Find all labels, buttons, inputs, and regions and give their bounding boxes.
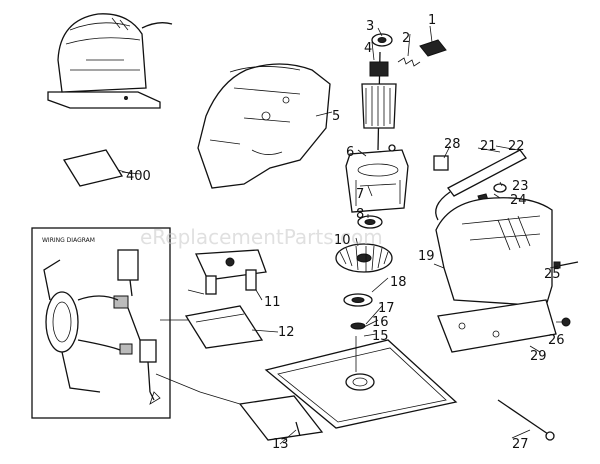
housing-shell-illustration xyxy=(197,63,331,189)
callout-3: 3 xyxy=(366,19,374,34)
callout-15: 15 xyxy=(372,329,389,344)
callout-4: 4 xyxy=(364,41,372,56)
platen-illustration xyxy=(238,395,324,441)
callout-11: 11 xyxy=(264,295,281,310)
base-plate-illustration xyxy=(264,336,458,429)
callout-23: 23 xyxy=(512,179,529,194)
sanding-pad-illustration xyxy=(62,149,133,187)
callout-27: 27 xyxy=(512,437,529,452)
callout-1: 1 xyxy=(428,13,436,28)
callout-29: 29 xyxy=(530,349,547,364)
watermark: eReplacementParts.com xyxy=(140,225,383,249)
callout-16: 16 xyxy=(372,315,389,330)
callout-13: 13 xyxy=(272,437,289,452)
callout-8: 8 xyxy=(356,207,364,222)
callout-400: 400 xyxy=(126,169,151,184)
right-housing-illustration xyxy=(435,197,557,353)
fan-illustration xyxy=(335,243,393,273)
assembled-sander-illustration xyxy=(47,13,173,109)
armature-illustration xyxy=(361,51,397,151)
callout-7: 7 xyxy=(356,187,364,202)
callout-12: 12 xyxy=(278,325,295,340)
bearing-8-illustration xyxy=(357,215,383,229)
callout-26: 26 xyxy=(548,333,565,348)
callout-2: 2 xyxy=(402,31,410,46)
callout-5: 5 xyxy=(332,109,340,124)
brush-assembly-illustration xyxy=(397,39,447,67)
counterweight-illustration xyxy=(343,293,373,330)
field-stator-illustration xyxy=(345,144,409,213)
callout-21: 21 xyxy=(480,139,497,154)
callout-10: 10 xyxy=(334,233,351,248)
callout-24: 24 xyxy=(510,193,527,208)
callout-19: 19 xyxy=(418,249,435,264)
wiring-diagram: WIRING DIAGRAM xyxy=(31,227,171,419)
callout-18: 18 xyxy=(390,275,407,290)
screws-illustration xyxy=(497,261,579,441)
callout-6: 6 xyxy=(346,145,354,160)
callout-22: 22 xyxy=(508,139,525,154)
callout-25: 25 xyxy=(544,267,561,282)
callout-17: 17 xyxy=(378,301,395,316)
leader-lines xyxy=(121,25,562,445)
switch-block-illustration xyxy=(433,155,449,171)
wiring-diagram-title: WIRING DIAGRAM xyxy=(42,237,95,244)
callout-28: 28 xyxy=(444,137,461,152)
bracket-illustration xyxy=(195,249,267,295)
bearing-3-illustration xyxy=(371,33,393,47)
clamp-bar-illustration xyxy=(184,305,264,349)
